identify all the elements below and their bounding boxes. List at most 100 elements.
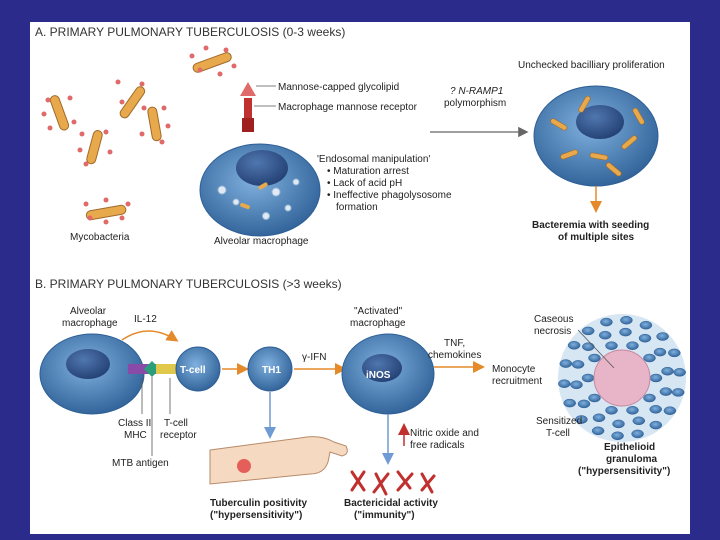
section-a-title: A. PRIMARY PULMONARY TUBERCULOSIS (0-3 w… [35, 25, 345, 39]
il12-arrow [121, 330, 179, 342]
granuloma-cell [612, 419, 625, 429]
granuloma-cell [631, 429, 644, 439]
granuloma-cell [671, 388, 685, 397]
class2-label-1: Class II [118, 418, 151, 429]
granuloma-cell [626, 406, 639, 415]
tnf-label-2: chemokines [428, 350, 481, 361]
granuloma-cell [577, 399, 591, 409]
tnf-label-1: TNF, [444, 338, 465, 349]
activated-macrophage [341, 333, 435, 415]
mhc-antigen-complex [128, 361, 186, 377]
sensitized-label-2: T-cell [546, 428, 570, 439]
granuloma-cell [643, 393, 656, 403]
granuloma-cell [582, 342, 595, 351]
class2-label-2: MHC [124, 430, 147, 441]
th1-cell [247, 346, 293, 392]
granuloma-cell [663, 406, 677, 415]
tuberculosis-diagram: A. PRIMARY PULMONARY TUBERCULOSIS (0-3 w… [35, 25, 686, 521]
tcr-label-2: receptor [160, 430, 197, 441]
granuloma-cell [575, 415, 588, 424]
granuloma-cell [643, 353, 656, 363]
granuloma-cell [591, 426, 605, 436]
granuloma-cell [656, 332, 669, 341]
nitric-label-1: Nitric oxide and [410, 428, 479, 439]
dead-bacilli [350, 470, 436, 496]
tuberculin-label-1: Tuberculin positivity [210, 498, 307, 509]
bullet-3: • Ineffective phagolysosome [327, 190, 452, 201]
granuloma-cell [598, 330, 612, 340]
granuloma-cell [605, 341, 618, 350]
bullet-1: • Maturation arrest [327, 166, 409, 177]
activated-label-1: "Activated" [354, 306, 403, 317]
granuloma-cell [581, 326, 595, 336]
granuloma-cell [661, 366, 674, 376]
granuloma-cell [588, 353, 601, 363]
th1-label: TH1 [262, 365, 281, 376]
tcr-label-1: T-cell [164, 418, 188, 429]
granuloma-cell [605, 406, 618, 415]
granuloma-cell [592, 413, 606, 423]
caseous-label-2: necrosis [534, 326, 571, 337]
granuloma-cell [620, 315, 633, 325]
granuloma-cell [588, 393, 601, 403]
granuloma-cell [600, 317, 613, 327]
granuloma-cell [571, 360, 585, 369]
nitric-label-2: free radicals [410, 440, 464, 451]
caseous-label-1: Caseous [534, 314, 573, 325]
granuloma-cell [619, 327, 632, 337]
granuloma-cell [653, 347, 667, 357]
il12-label: IL-12 [134, 314, 157, 325]
activated-label-2: macrophage [350, 318, 406, 329]
nramp-label-2: polymorphism [444, 98, 506, 109]
epithelioid-label-3: ("hypersensitivity") [578, 466, 670, 477]
endosomal-label: 'Endosomal manipulation' [317, 154, 430, 165]
infected-macrophage [533, 85, 659, 187]
mannose-receptor [240, 82, 256, 132]
granuloma-cell [558, 379, 571, 388]
granuloma-cell [567, 341, 581, 350]
granuloma-cell [638, 333, 652, 343]
mycobacteria-label: Mycobacteria [70, 232, 130, 243]
bullet-2: • Lack of acid pH [327, 178, 402, 189]
granuloma-cell [581, 373, 595, 383]
nramp-label-1: ? N-RAMP1 [450, 86, 503, 97]
sensitized-label-1: Sensitized [536, 416, 582, 427]
granuloma-cell [559, 359, 573, 368]
mannose-receptor-label: Macrophage mannose receptor [278, 102, 418, 113]
ifn-label: γ-IFN [302, 352, 326, 363]
alveolar-b-label-1: Alveolar [70, 306, 107, 317]
bullet-3b: formation [336, 202, 378, 213]
epithelioid-label-1: Epithelioid [604, 442, 655, 453]
mannose-glycolipid-label: Mannose-capped glycolipid [278, 82, 399, 93]
monocyte-label-2: recruitment [492, 376, 542, 387]
granuloma-cell [659, 387, 673, 396]
monocyte-label-1: Monocyte [492, 364, 536, 375]
inos-label: iNOS [366, 370, 391, 381]
bactericidal-label-1: Bactericidal activity [344, 498, 438, 509]
bacteremia-label-1: Bacteremia with seeding [532, 220, 649, 231]
diagram-panel: A. PRIMARY PULMONARY TUBERCULOSIS (0-3 w… [30, 22, 690, 534]
epithelioid-label-2: granuloma [606, 454, 658, 465]
granuloma-cell [611, 431, 624, 441]
section-b-title: B. PRIMARY PULMONARY TUBERCULOSIS (>3 we… [35, 277, 342, 291]
unchecked-label: Unchecked bacilliary proliferation [518, 60, 665, 71]
granuloma-cell [639, 320, 653, 330]
forearm-skin-test [209, 436, 348, 485]
granuloma-cell [626, 341, 639, 350]
tcell-label: T-cell [180, 365, 206, 376]
granuloma-cell [649, 420, 663, 430]
epithelioid-granuloma [558, 314, 686, 442]
granuloma-cell [673, 368, 686, 377]
alveolar-macrophage-label: Alveolar macrophage [214, 236, 309, 247]
granuloma-cell [570, 380, 583, 390]
granuloma-cell [632, 416, 646, 426]
alveolar-macrophage-b [39, 333, 145, 415]
bacteremia-label-2: of multiple sites [558, 232, 635, 243]
bactericidal-label-2: ("immunity") [354, 510, 415, 521]
granuloma-cell [668, 348, 681, 358]
mycobacteria-cluster [41, 45, 237, 225]
t-cell [175, 346, 221, 392]
granuloma-cell [649, 373, 663, 383]
alveolar-b-label-2: macrophage [62, 318, 118, 329]
alveolar-macrophage-a [199, 143, 321, 237]
